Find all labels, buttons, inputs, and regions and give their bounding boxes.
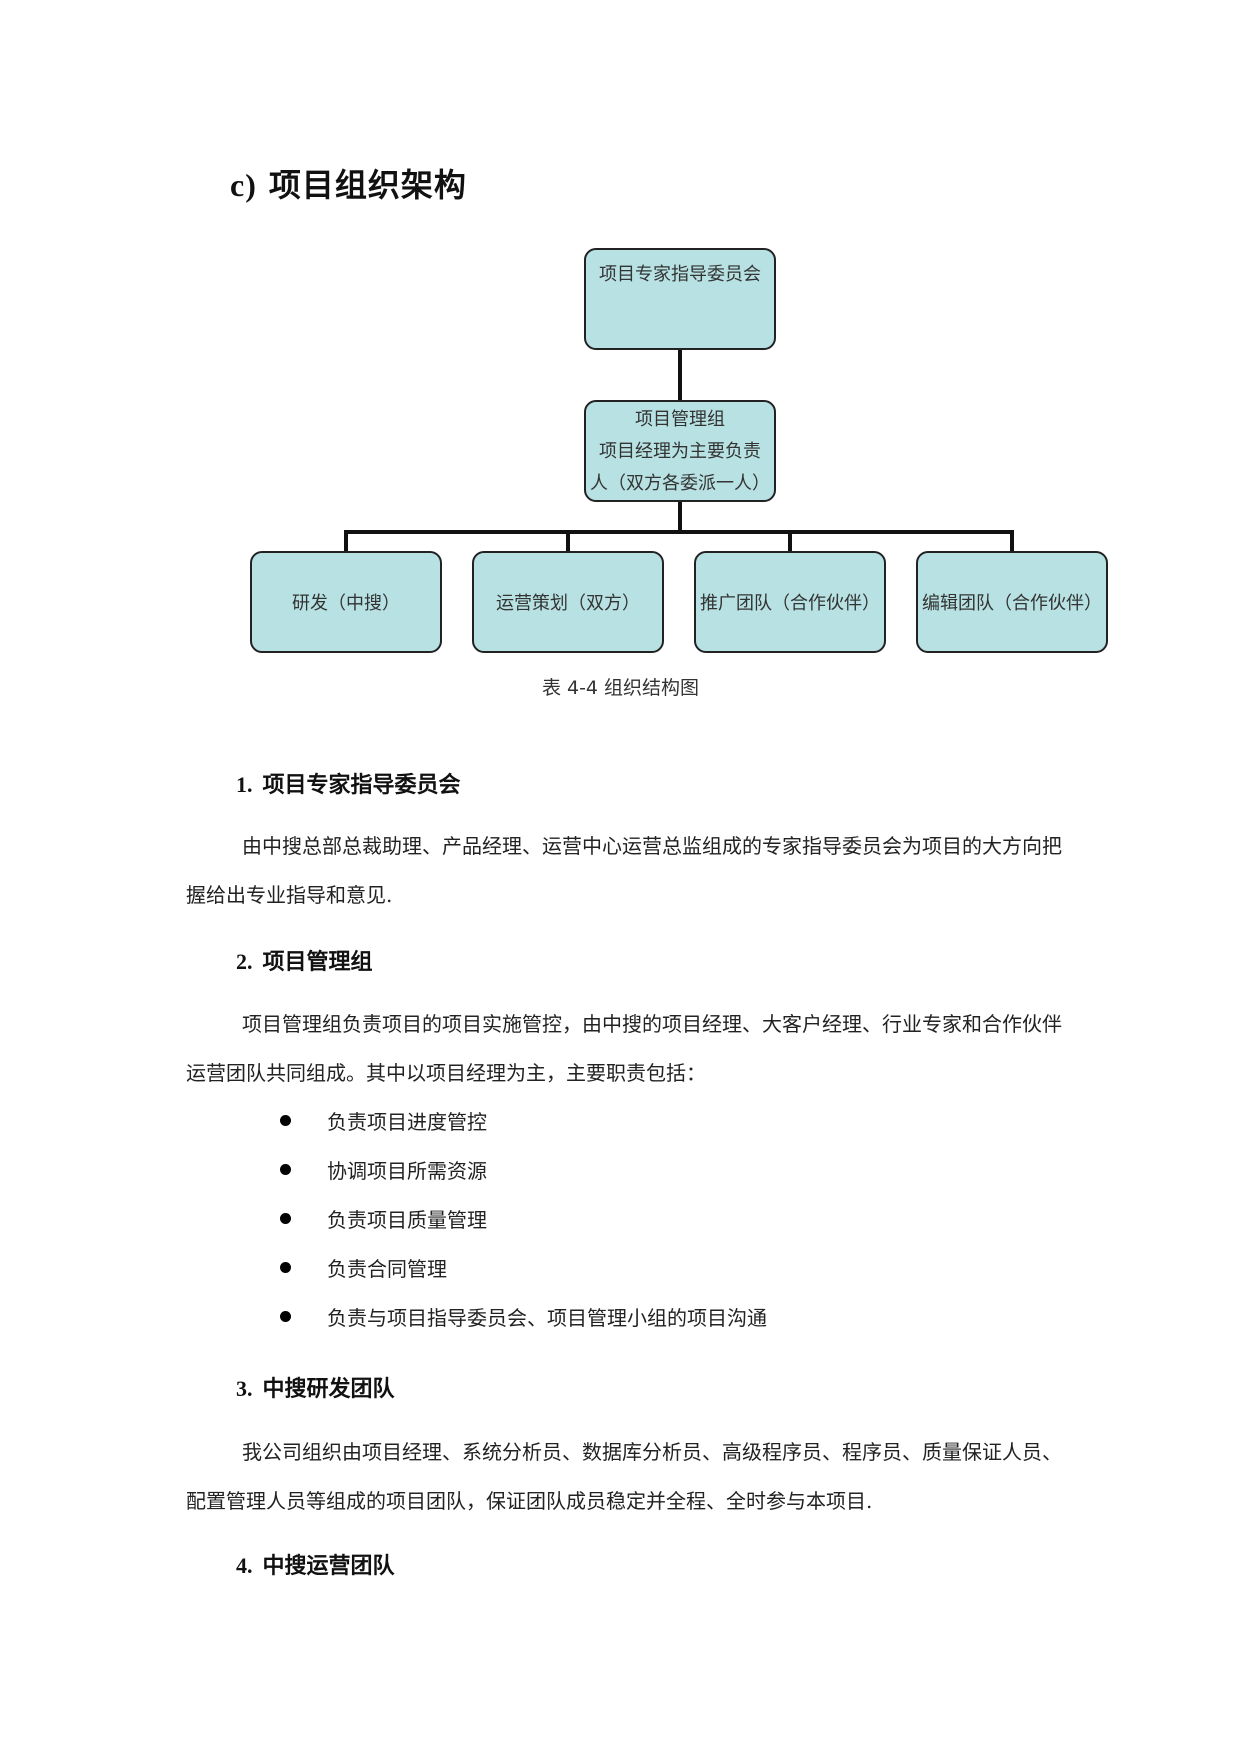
connector-top-mid [678, 350, 682, 400]
org-box-management-line-2: 项目经理为主要负责 [599, 441, 761, 462]
org-box-management-group: 项目管理组 项目经理为主要负责 人（双方各委派一人） [584, 400, 776, 502]
org-box-management-line-3: 人（双方各委派一人） [590, 473, 770, 494]
bullet-item-1: 负责项目进度管控 [280, 1106, 487, 1135]
section-4-heading: 4. 中搜运营团队 [236, 1548, 395, 1580]
org-box-editorial: 编辑团队（合作伙伴） [916, 551, 1108, 653]
section-3-title: 中搜研发团队 [262, 1377, 395, 1402]
bullet-text: 负责项目进度管控 [327, 1110, 487, 1134]
heading-title: 项目组织架构 [268, 166, 467, 204]
bullet-dot-icon [280, 1262, 291, 1273]
org-box-operations: 运营策划（双方） [472, 551, 664, 653]
bullet-text: 负责项目质量管理 [327, 1208, 487, 1232]
connector-horizontal-bus [344, 530, 1014, 534]
bullet-dot-icon [280, 1164, 291, 1175]
bullet-dot-icon [280, 1115, 291, 1126]
connector-leaf-3 [788, 530, 792, 551]
section-4-number: 4. [236, 1553, 253, 1578]
org-box-expert-committee: 项目专家指导委员会 [584, 248, 776, 350]
bullet-item-4: 负责合同管理 [280, 1253, 447, 1282]
heading-prefix: c) [230, 167, 257, 203]
connector-mid-bus [678, 502, 682, 532]
bullet-text: 负责合同管理 [327, 1257, 447, 1281]
connector-leaf-1 [344, 530, 348, 551]
org-box-rnd: 研发（中搜） [250, 551, 442, 653]
section-2-heading: 2. 项目管理组 [236, 944, 373, 976]
bullet-item-5: 负责与项目指导委员会、项目管理小组的项目沟通 [280, 1302, 767, 1331]
bullet-text: 负责与项目指导委员会、项目管理小组的项目沟通 [327, 1306, 767, 1330]
section-heading-c: c) 项目组织架构 [230, 160, 467, 206]
section-4-title: 中搜运营团队 [262, 1554, 395, 1579]
connector-leaf-2 [566, 530, 570, 551]
section-2-paragraph: 项目管理组负责项目的项目实施管控，由中搜的项目经理、大客户经理、行业专家和合作伙… [186, 1012, 1062, 1085]
section-3-number: 3. [236, 1376, 253, 1401]
bullet-item-2: 协调项目所需资源 [280, 1155, 487, 1184]
section-1-number: 1. [236, 772, 253, 797]
org-box-promotion: 推广团队（合作伙伴） [694, 551, 886, 653]
section-1-paragraph: 由中搜总部总裁助理、产品经理、运营中心运营总监组成的专家指导委员会为项目的大方向… [186, 834, 1062, 907]
org-box-management-line-1: 项目管理组 [635, 409, 725, 430]
bullet-dot-icon [280, 1311, 291, 1322]
section-2-number: 2. [236, 949, 253, 974]
section-3-paragraph: 我公司组织由项目经理、系统分析员、数据库分析员、高级程序员、程序员、质量保证人员… [186, 1440, 1062, 1513]
connector-leaf-4 [1010, 530, 1014, 551]
section-1-title: 项目专家指导委员会 [262, 773, 461, 798]
section-2-title: 项目管理组 [262, 950, 373, 975]
section-1-heading: 1. 项目专家指导委员会 [236, 767, 461, 799]
chart-caption: 表 4-4 组织结构图 [541, 677, 700, 699]
bullet-dot-icon [280, 1213, 291, 1224]
section-3-heading: 3. 中搜研发团队 [236, 1371, 395, 1403]
bullet-text: 协调项目所需资源 [327, 1159, 487, 1183]
bullet-item-3: 负责项目质量管理 [280, 1204, 487, 1233]
